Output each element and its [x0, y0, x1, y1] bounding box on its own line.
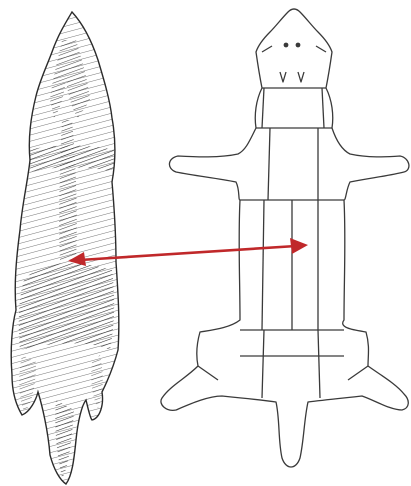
lower-diag-left [198, 366, 218, 380]
head-notch-left [262, 46, 272, 52]
v-mark-right [298, 72, 304, 82]
pelt-cutting-pattern [161, 9, 409, 467]
body-strip-1 [262, 200, 264, 330]
vertical-line-upper-a [262, 88, 264, 128]
vertical-line-upper-b [322, 88, 324, 128]
lower-diag-right [348, 366, 368, 380]
eye-right [296, 43, 301, 48]
vertical-line-neck [268, 128, 270, 200]
lower-line-right [318, 330, 320, 398]
fur-pelt-illustration [11, 12, 119, 484]
eye-left [284, 43, 289, 48]
lower-line-left [262, 330, 264, 398]
arrowhead-right [290, 238, 308, 254]
v-mark-left [280, 72, 286, 82]
hip-dark-patch [19, 263, 114, 350]
head-notch-right [316, 46, 326, 52]
